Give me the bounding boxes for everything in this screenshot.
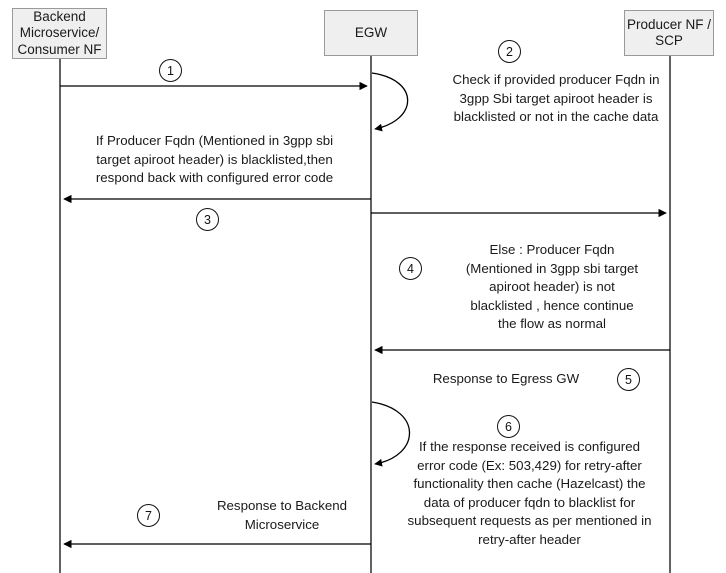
message-note-3: If Producer Fqdn (Mentioned in 3gpp sbi … [95, 133, 334, 185]
step-badge-3[interactable]: 3 [196, 208, 219, 231]
message-note-7: Response to Backend Microservice [216, 498, 348, 532]
step-badge-4[interactable]: 4 [399, 257, 422, 280]
actor-label-backend: Backend Microservice/ Consumer NF [17, 8, 102, 57]
message-note-4: Else : Producer Fqdn (Mentioned in 3gpp … [465, 242, 639, 331]
actor-box-egw[interactable]: EGW [324, 10, 418, 56]
step-number-1: 1 [167, 63, 174, 78]
step-badge-5[interactable]: 5 [617, 368, 640, 391]
step-badge-6[interactable]: 6 [497, 415, 520, 438]
actor-label-egw: EGW [354, 24, 388, 40]
step-number-5: 5 [625, 372, 632, 387]
step-number-7: 7 [145, 508, 152, 523]
step-badge-7[interactable]: 7 [137, 504, 160, 527]
self-loop-arrow-2 [371, 72, 409, 132]
self-loop-arrow-6 [371, 401, 411, 467]
message-note-6: If the response received is configured e… [407, 439, 652, 547]
actor-label-producer: Producer NF / SCP [626, 16, 712, 49]
actor-box-producer[interactable]: Producer NF / SCP [624, 10, 714, 56]
actor-box-backend[interactable]: Backend Microservice/ Consumer NF [12, 8, 107, 59]
step-badge-2[interactable]: 2 [498, 40, 521, 63]
message-note-5: Response to Egress GW [432, 371, 580, 386]
step-number-3: 3 [204, 212, 211, 227]
message-note-2: Check if provided producer Fqdn in 3gpp … [452, 72, 660, 124]
step-number-4: 4 [407, 261, 414, 276]
step-number-2: 2 [506, 44, 513, 59]
step-number-6: 6 [505, 419, 512, 434]
step-badge-1[interactable]: 1 [159, 59, 182, 82]
